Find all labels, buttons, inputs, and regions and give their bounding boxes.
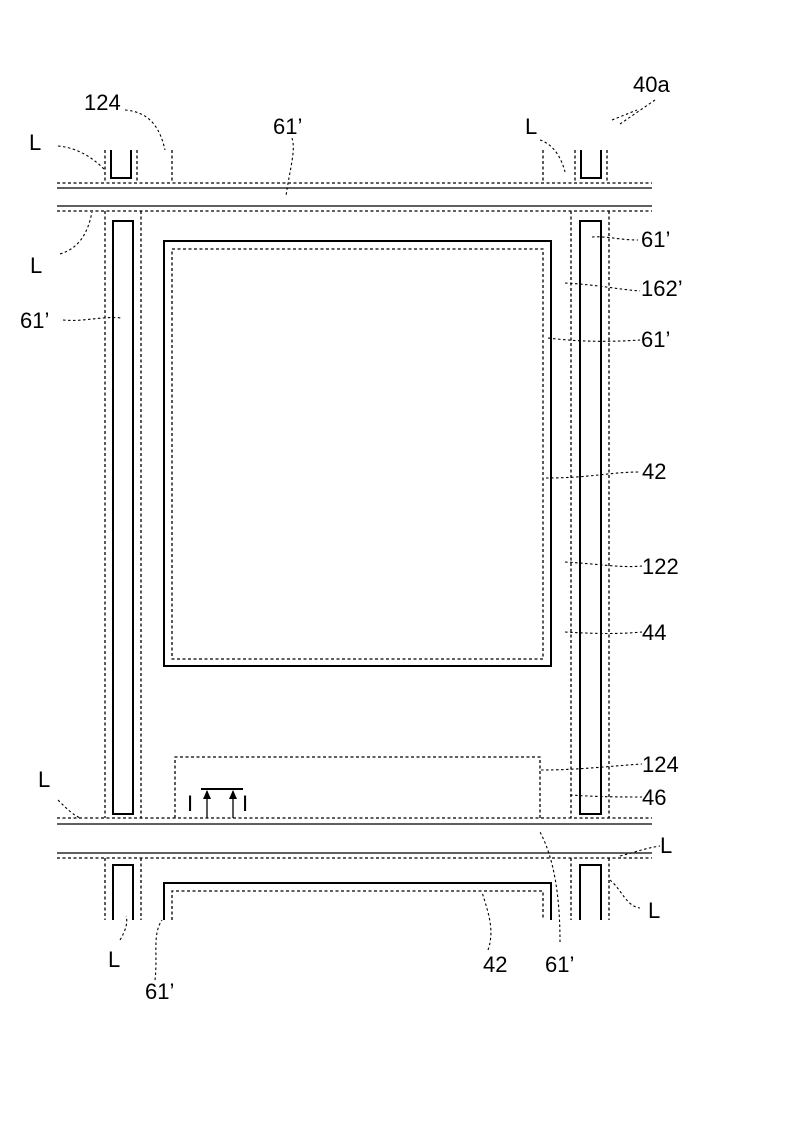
figure-ref-label: 40a xyxy=(633,72,670,97)
label-L-left-lower: L xyxy=(38,767,50,792)
label-L-bottom-left: L xyxy=(108,947,120,972)
bottom-right-stub xyxy=(571,858,609,920)
top-right-stub xyxy=(575,150,607,183)
label-section-I-left: I xyxy=(187,791,193,816)
label-61p-right-mid: 61’ xyxy=(641,327,670,352)
bottom-left-stub xyxy=(105,858,141,920)
label-L-left-upper: L xyxy=(30,253,42,278)
label-section-I-right: I xyxy=(242,791,248,816)
leader-lines xyxy=(58,100,660,980)
label-L-top-right: L xyxy=(525,114,537,139)
label-61p-bottom-right: 61’ xyxy=(545,952,574,977)
region-124 xyxy=(175,757,540,818)
label-42-lower: 42 xyxy=(483,952,507,977)
label-61p-left: 61’ xyxy=(20,308,49,333)
label-L-top-left: L xyxy=(29,130,41,155)
label-124-lower: 124 xyxy=(642,752,679,777)
label-122: 122 xyxy=(642,554,679,579)
label-L-bottom-right-upper: L xyxy=(660,833,672,858)
label-61p-bottom-left: 61’ xyxy=(145,979,174,1004)
bottom-bus-line xyxy=(57,818,652,858)
section-mark-I-I xyxy=(201,789,243,818)
label-46: 46 xyxy=(642,785,666,810)
top-left-stub xyxy=(105,150,137,183)
label-44: 44 xyxy=(642,620,666,645)
label-61p-top: 61’ xyxy=(273,114,302,139)
right-vertical-electrode xyxy=(571,211,609,818)
label-42-upper: 42 xyxy=(642,459,666,484)
label-162p: 162’ xyxy=(641,276,683,301)
top-bus-line xyxy=(57,183,652,211)
label-124-top: 124 xyxy=(84,90,121,115)
label-L-bottom-right-lower: L xyxy=(648,898,660,923)
left-vertical-electrode xyxy=(105,211,141,818)
pixel-electrode xyxy=(164,241,551,666)
label-61p-right-upper: 61’ xyxy=(641,227,670,252)
next-pixel-electrode xyxy=(164,883,551,920)
